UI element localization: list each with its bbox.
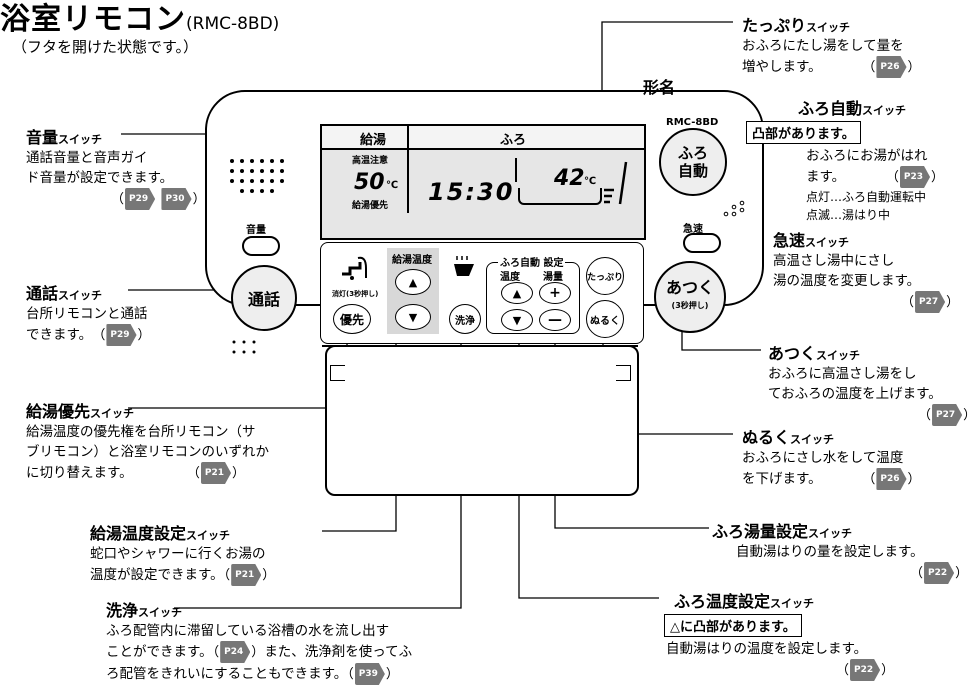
furo-auto-label-2: 自動 [677,162,708,180]
temp-label: 温度 [500,272,520,283]
kyusoku-label: 急速 [683,224,703,235]
model-label: 形名 [643,78,676,97]
lid-cover [325,345,639,496]
amount-label: 湯量 [543,272,563,283]
model-text: RMC-8BD [666,117,719,128]
callout-atsuku: あつくスイッチ おふろに高温さし湯をし ておふろの温度を上げます。 （P27） [768,340,976,426]
callout-kyuto-temp: 給湯温度設定スイッチ 蛇口やシャワーに行くお湯の 温度が設定できます。（P21） [90,520,275,586]
furo-auto-label-1: ふろ [677,144,708,162]
kyuto-temp-down-button[interactable]: ▼ [395,304,431,330]
lcd-priority: 給湯優先 [352,201,389,211]
talk-button[interactable]: 通話 [231,265,297,331]
nuruku-button-label: ぬるく [590,315,620,327]
kyuto-temp-up-button[interactable]: ▲ [395,269,431,295]
wash-button[interactable]: 洗浄 [449,304,481,334]
lcd-warning: 高温注意 [352,156,389,166]
callout-volume: 音量スイッチ 通話音量と音声ガイ ド音量が設定できます。 （P29 P30） [26,124,206,210]
talk-button-label: 通話 [247,290,280,309]
lcd-unit-right: ℃ [584,176,597,187]
tappuri-button-label: たっぷり [587,272,624,283]
mic-holes [232,340,256,354]
priority-top-label: 消灯(3秒押し) [332,290,379,298]
page-title: 浴室リモコン(RMC-8BD) [0,2,280,37]
atsuku-button[interactable]: あつく (3秒押し) [654,261,726,333]
callout-wash: 洗浄スイッチ ふろ配管内に滞留している浴槽の水を流し出す ことができます。（P2… [106,597,412,685]
hinge-right [616,365,631,381]
lcd-temp-right: 42 [554,166,585,191]
wash-button-label: 洗浄 [455,315,475,327]
furo-temp-down-button[interactable]: ▼ [501,309,533,331]
atsuku-label: あつく [665,278,714,297]
lcd-temp-left: 50 [354,170,385,195]
callout-priority: 給湯優先スイッチ 給湯温度の優先権を台所リモコン（サ ブリモコン）と浴室リモコン… [26,398,269,484]
furo-amount-up-button[interactable]: + [539,282,571,304]
speaker-grille [230,159,284,193]
callout-kyusoku: 急速スイッチ 高温さし湯中にさし 湯の温度を変更します。 （P27） [773,227,959,313]
furo-amount-down-button[interactable]: — [539,309,571,331]
callout-tappuri: たっぷりスイッチ おふろにたし湯をして量を 増やします。 （P26） [742,12,921,78]
lcd-tab-furo: ふろ [500,133,527,148]
callout-talk: 通話スイッチ 台所リモコンと通話 できます。 （P29） [26,280,151,346]
furo-auto-button[interactable]: ふろ 自動 [659,128,727,196]
faucet-icon [342,256,367,280]
bath-icon [454,256,474,276]
page-subtitle: （フタを開けた状態です。） [12,38,199,56]
lcd-unit-left: ℃ [386,180,399,191]
callout-furo-amount: ふろ湯量設定スイッチ 自動湯はりの量を設定します。 （P22） [712,518,968,584]
nuruku-button[interactable]: ぬるく [586,300,624,338]
callout-furo-auto: ふろ自動スイッチ 凸部があります。 おふろにお湯がはれ ます。 （P23） 点灯… [746,95,944,224]
level-bars-icon [604,161,628,205]
volume-button[interactable] [242,236,280,256]
volume-label: 音量 [246,225,266,236]
priority-button[interactable]: 優先 [333,304,371,334]
indicator-dots [723,200,745,217]
lcd-tab-kyuto: 給湯 [360,133,387,148]
lcd-clock: 15:30 [428,178,515,206]
priority-button-label: 優先 [339,312,364,327]
furo-temp-up-button[interactable]: ▲ [501,282,533,304]
callout-furo-temp: ふろ温度設定スイッチ △に凸部があります。 自動湯はりの温度を設定します。 （P… [664,588,894,681]
callout-nuruku: ぬるくスイッチ おふろにさし水をして温度 を下げます。 （P26） [742,424,921,490]
hinge-left [330,365,345,381]
tappuri-button[interactable]: たっぷり [586,257,624,295]
lcd-display: 給湯 ふろ 高温注意 50 ℃ 給湯優先 15:30 42 ℃ [320,124,646,240]
auto-setting-label: ふろ自動 設定 [498,254,566,269]
kyuto-temp-label: 給湯温度 [392,255,432,266]
atsuku-sub-label: (3秒押し) [671,301,709,310]
kyusoku-button[interactable] [683,233,721,253]
